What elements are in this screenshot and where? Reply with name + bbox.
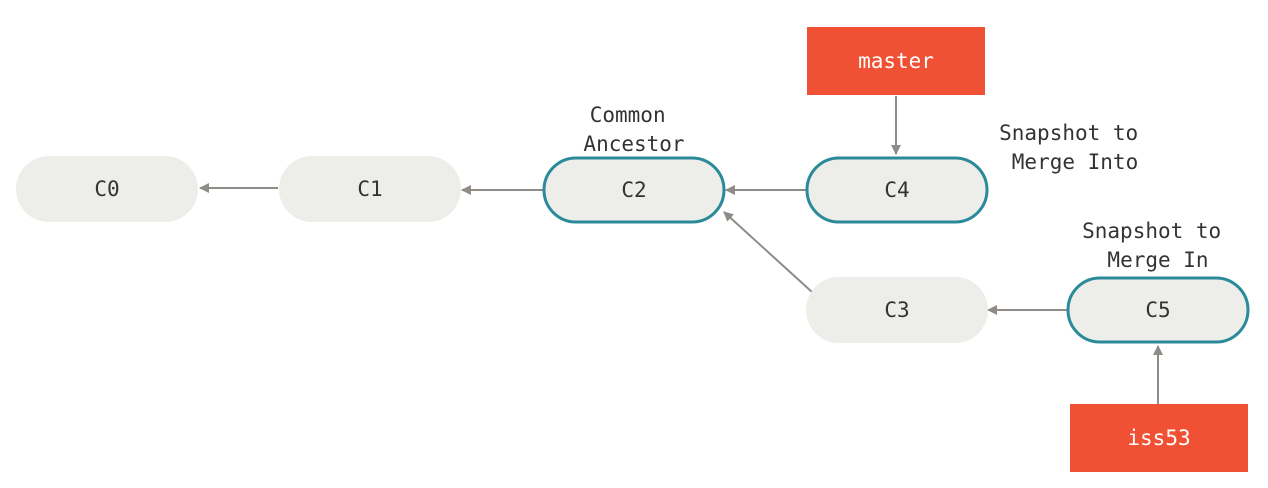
commit-label: C4 [884,178,909,202]
branch-label: iss53 [1127,426,1190,450]
commit-label: C5 [1145,298,1170,322]
commit-node-C5[interactable]: C5 [1066,276,1250,344]
commit-node-C0[interactable]: C0 [16,156,198,222]
branch-label: master [858,49,934,73]
branch-pointers: master iss53 [807,27,1248,472]
commit-label: C2 [621,178,646,202]
common-ancestor-label: Common Ancestor [583,103,684,156]
commit-node-C4[interactable]: C4 [805,156,989,224]
commit-edges [199,96,1163,404]
commit-node-C3[interactable]: C3 [806,277,988,343]
branch-iss53[interactable]: iss53 [1070,404,1248,472]
edge-C3-C2 [723,211,813,293]
commit-label: C1 [357,177,382,201]
merge-in-label: Snapshot to Merge In [1082,219,1234,272]
merge-into-label: Snapshot to Merge Into [999,121,1151,174]
annotations: Common Ancestor Snapshot to Merge Into S… [583,103,1234,272]
commit-nodes: C0 C1 C2 C4 C3 C5 [16,156,1250,344]
commit-label: C0 [94,177,119,201]
commit-node-C1[interactable]: C1 [279,156,461,222]
commit-label: C3 [884,298,909,322]
commit-node-C2[interactable]: C2 [542,156,726,224]
branch-master[interactable]: master [807,27,985,95]
